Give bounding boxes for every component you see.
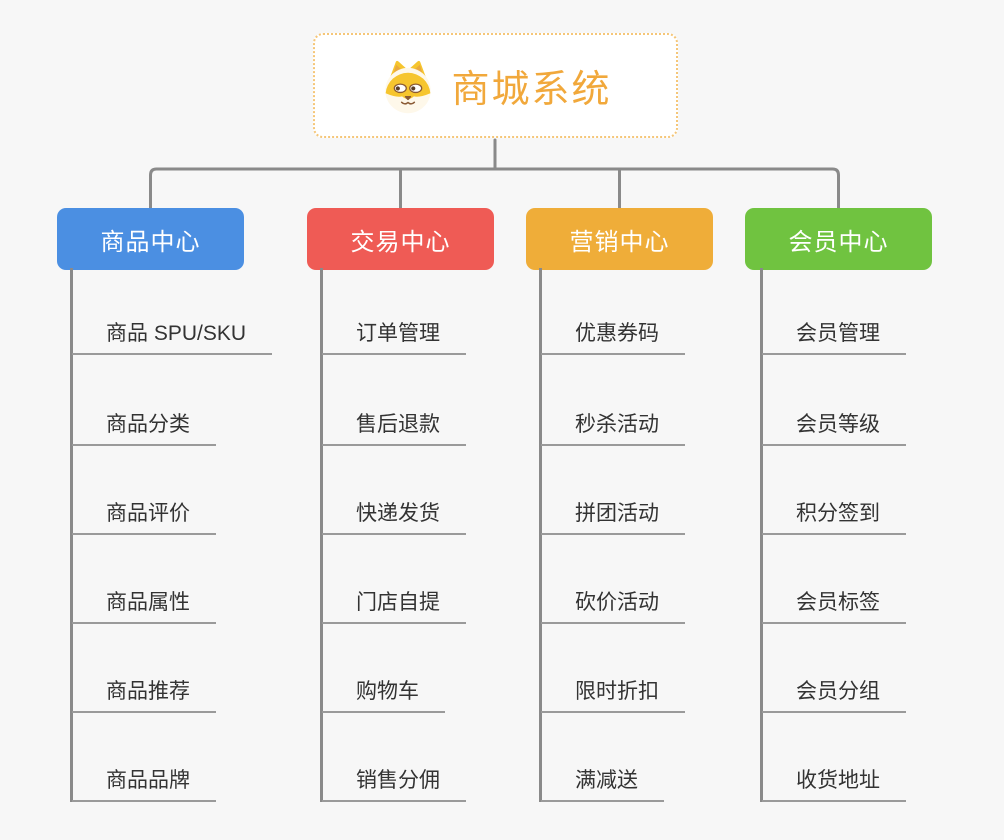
branch-label: 交易中心 xyxy=(350,228,451,256)
list-item[interactable]: 秒杀活动 xyxy=(541,411,685,446)
subtopic-column-product: 商品 SPU/SKU 商品分类 商品评价 商品属性 商品推荐 商品品牌 xyxy=(72,0,322,840)
list-item[interactable]: 砍价活动 xyxy=(541,589,685,624)
list-item[interactable]: 拼团活动 xyxy=(541,500,685,535)
branch-trunk-line xyxy=(70,268,73,802)
branch-node-trade-center[interactable]: 交易中心 xyxy=(307,208,494,270)
list-item[interactable]: 会员分组 xyxy=(762,678,906,713)
list-item[interactable]: 限时折扣 xyxy=(541,678,685,713)
branch-node-product-center[interactable]: 商品中心 xyxy=(57,208,244,270)
list-item[interactable]: 商品推荐 xyxy=(72,678,216,713)
list-item[interactable]: 快递发货 xyxy=(322,500,466,535)
branch-node-member-center[interactable]: 会员中心 xyxy=(745,208,932,270)
list-item[interactable]: 商品评价 xyxy=(72,500,216,535)
list-item[interactable]: 商品 SPU/SKU xyxy=(72,320,273,355)
branch-trunk-line xyxy=(539,268,542,802)
branch-label: 营销中心 xyxy=(569,228,670,256)
branch-node-marketing-center[interactable]: 营销中心 xyxy=(526,208,713,270)
list-item[interactable]: 售后退款 xyxy=(322,411,466,446)
list-item[interactable]: 销售分佣 xyxy=(322,767,466,802)
list-item[interactable]: 满减送 xyxy=(541,767,664,802)
branch-label: 商品中心 xyxy=(100,228,201,256)
list-item[interactable]: 商品品牌 xyxy=(72,767,216,802)
branch-trunk-line xyxy=(760,268,763,802)
subtopic-column-marketing: 优惠券码 秒杀活动 拼团活动 砍价活动 限时折扣 满减送 xyxy=(541,0,791,840)
list-item[interactable]: 会员等级 xyxy=(762,411,906,446)
list-item[interactable]: 订单管理 xyxy=(322,320,466,355)
list-item[interactable]: 优惠券码 xyxy=(541,320,685,355)
list-item[interactable]: 会员管理 xyxy=(762,320,906,355)
root-title: 商城系统 xyxy=(451,69,612,111)
shiba-dog-icon xyxy=(385,60,432,113)
subtopic-column-member: 会员管理 会员等级 积分签到 会员标签 会员分组 收货地址 xyxy=(762,0,1004,840)
list-item[interactable]: 会员标签 xyxy=(762,589,906,624)
list-item[interactable]: 购物车 xyxy=(322,678,445,713)
list-item[interactable]: 积分签到 xyxy=(762,500,906,535)
list-item[interactable]: 收货地址 xyxy=(762,767,906,802)
branch-trunk-line xyxy=(320,268,323,802)
subtopic-column-trade: 订单管理 售后退款 快递发货 门店自提 购物车 销售分佣 xyxy=(322,0,572,840)
list-item[interactable]: 商品分类 xyxy=(72,411,216,446)
root-node[interactable]: 商城系统 xyxy=(313,33,678,138)
branch-label: 会员中心 xyxy=(788,228,889,256)
list-item[interactable]: 门店自提 xyxy=(322,589,466,624)
list-item[interactable]: 商品属性 xyxy=(72,589,216,624)
